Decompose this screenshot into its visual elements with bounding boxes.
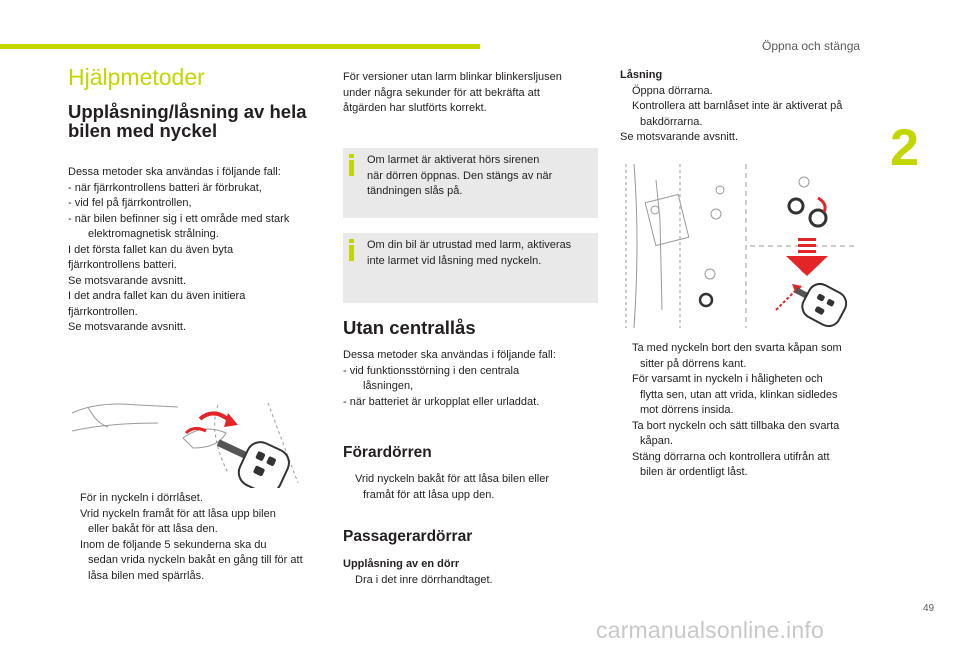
page-number: 49	[923, 603, 935, 614]
heading-without-central-locking: Utan centrallås	[343, 317, 476, 338]
info-icon	[349, 239, 355, 261]
central-locking-text: Dessa metoder ska användas i följande fa…	[343, 349, 556, 408]
passenger-lock-steps: Ta med nyckeln bort den svarta kåpan som…	[632, 342, 842, 478]
page-title: Hjälpmetoder	[68, 64, 205, 90]
door-edge-lock-illustration	[625, 163, 858, 329]
locking-text: Låsning Öppna dörrarna. Kontrollera att …	[620, 69, 843, 143]
section-title: Öppna och stänga	[762, 39, 861, 53]
key-in-door-lock-illustration	[71, 402, 299, 488]
header-accent-bar	[0, 44, 480, 49]
flash-note: För versioner utan larm blinkar blinkers…	[343, 71, 562, 114]
section-heading-key: Upplåsning/låsning av hela bilen med nyc…	[68, 101, 307, 141]
info-icon	[349, 154, 355, 176]
watermark: carmanualsonline.info	[596, 617, 824, 643]
heading-drivers-door: Förardörren	[343, 444, 432, 461]
info-box-alarm-key: Om din bil är utrustad med larm, aktiver…	[343, 233, 598, 303]
heading-passenger-doors: Passagerardörrar	[343, 528, 473, 545]
intro-text: Dessa metoder ska användas i följande fa…	[68, 166, 290, 333]
key-lock-steps: För in nyckeln i dörrlåset. Vrid nyckeln…	[80, 492, 303, 582]
info-box-alarm-siren: Om larmet är aktiverat hörs sirenen när …	[343, 148, 598, 218]
chapter-number: 2	[890, 119, 919, 177]
drivers-door-step: Vrid nyckeln bakåt för att låsa bilen el…	[355, 473, 550, 501]
unlock-door-text: Upplåsning av en dörr Dra i det inre dör…	[343, 558, 493, 586]
